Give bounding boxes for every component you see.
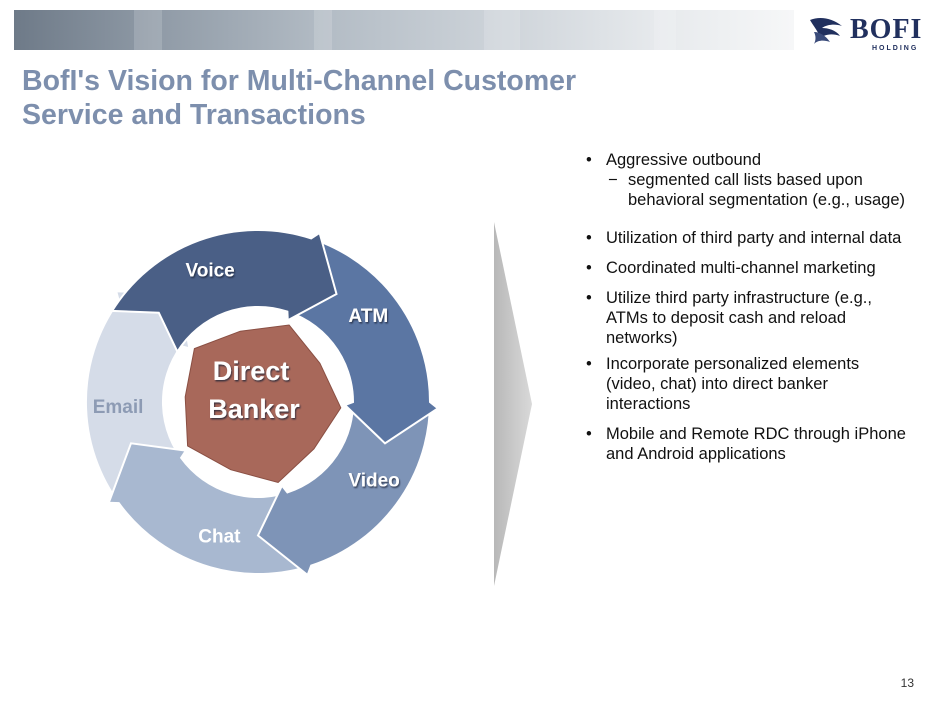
page-title: BofI's Vision for Multi-Channel Customer… — [22, 64, 742, 132]
bullet-text: Mobile and Remote RDC through iPhone and… — [606, 425, 906, 463]
center-label-line-1: Direct — [213, 356, 290, 386]
bullet-text: Utilization of third party and internal … — [606, 229, 902, 247]
bullet-dot: • — [586, 355, 592, 373]
bullet-text: Incorporate personalized elements (video… — [606, 355, 860, 413]
bullet-item: • Mobile and Remote RDC through iPhone an… — [586, 424, 906, 464]
logo-name: BOFI — [850, 14, 923, 45]
sub-bullet-dash: − — [608, 171, 618, 189]
banner-stripe — [314, 10, 332, 50]
channel-label-video: Video — [348, 470, 399, 491]
bullet-item: •Aggressive outbound−segmented call list… — [586, 150, 906, 210]
bullet-item: • Coordinated multi-channel marketing — [586, 258, 906, 278]
bullet-dot: • — [586, 229, 592, 247]
bullet-dot: • — [586, 259, 592, 277]
bullet-dot: • — [586, 151, 592, 169]
page-number: 13 — [900, 676, 914, 690]
eagle-icon — [810, 18, 842, 44]
sub-bullet-text: segmented call lists based upon behavior… — [628, 171, 906, 209]
bofi-logo: BOFI HOLDING — [806, 10, 928, 54]
logo-subtitle: HOLDING — [872, 45, 919, 52]
banner-stripe — [134, 10, 162, 50]
direct-banker-hub — [184, 324, 342, 484]
bullet-dot: • — [586, 425, 592, 443]
bullet-text: Aggressive outbound — [606, 151, 762, 169]
bullet-text: Utilize third party infrastructure (e.g.… — [606, 289, 872, 347]
sub-bullet-list: −segmented call lists based upon behavio… — [606, 170, 906, 210]
channel-label-chat: Chat — [198, 527, 241, 548]
bullet-item: • Incorporate personalized elements (vide… — [586, 354, 906, 414]
bullet-dot: • — [586, 289, 592, 307]
banner-stripe — [484, 10, 520, 50]
channel-label-email: Email — [93, 397, 144, 418]
chevron-arrow-icon — [494, 222, 532, 586]
bullet-item: • Utilize third party infrastructure (e.g… — [586, 288, 906, 348]
channel-label-voice: Voice — [185, 260, 234, 281]
banner-stripe — [654, 10, 676, 50]
center-label-line-2: Banker — [208, 394, 300, 424]
title-line-1: BofI's Vision for Multi-Channel Customer — [22, 65, 577, 97]
bullet-item: • Utilization of third party and internal… — [586, 228, 906, 248]
header-banner — [14, 10, 794, 50]
title-line-2: Service and Transactions — [22, 99, 366, 131]
bullet-list: •Aggressive outbound−segmented call list… — [586, 150, 906, 464]
sub-bullet-item: −segmented call lists based upon behavio… — [606, 170, 906, 210]
bullet-text: Coordinated multi-channel marketing — [606, 259, 876, 277]
channel-label-atm: ATM — [348, 306, 388, 327]
segment-voice — [110, 228, 338, 354]
